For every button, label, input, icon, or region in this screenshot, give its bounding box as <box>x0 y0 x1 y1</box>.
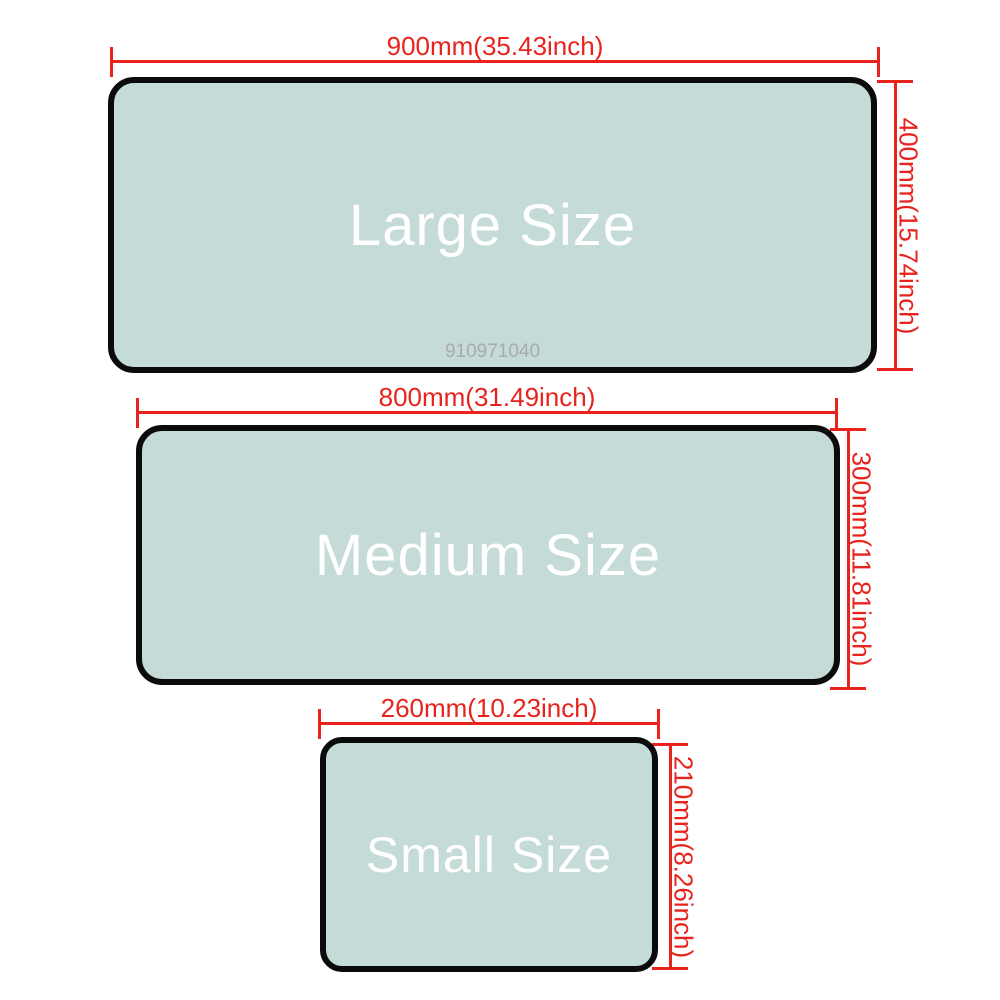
dimension-line <box>847 428 850 690</box>
small-width-dimension: 260mm(10.23inch) <box>318 693 660 739</box>
large-width-dimension: 900mm(35.43inch) <box>110 31 880 77</box>
medium-pad-label: Medium Size <box>314 522 662 588</box>
medium-width-dimension: 800mm(31.49inch) <box>136 382 838 428</box>
large-height-dimension: 400mm(15.74inch) <box>877 80 924 371</box>
small-pad: Small Size <box>320 737 658 972</box>
medium-width-label: 800mm(31.49inch) <box>378 382 596 412</box>
medium-pad: Medium Size <box>136 425 840 685</box>
dimension-line <box>136 411 838 414</box>
small-height-label: 210mm(8.26inch) <box>668 755 699 958</box>
small-height-dimension: 210mm(8.26inch) <box>652 743 699 970</box>
medium-height-label: 300mm(11.81inch) <box>846 451 877 667</box>
large-height-label: 400mm(15.74inch) <box>893 117 924 334</box>
dimension-line <box>669 743 672 970</box>
watermark-text: 910971040 <box>444 341 541 362</box>
dimension-line <box>110 60 880 63</box>
dimension-line <box>318 722 660 725</box>
dimension-line <box>894 80 897 371</box>
large-pad-label: Large Size <box>348 192 637 258</box>
large-pad: Large Size 910971040 <box>108 77 877 373</box>
small-pad-label: Small Size <box>365 826 613 883</box>
medium-height-dimension: 300mm(11.81inch) <box>830 428 877 690</box>
small-width-label: 260mm(10.23inch) <box>380 693 598 723</box>
large-width-label: 900mm(35.43inch) <box>386 31 604 61</box>
